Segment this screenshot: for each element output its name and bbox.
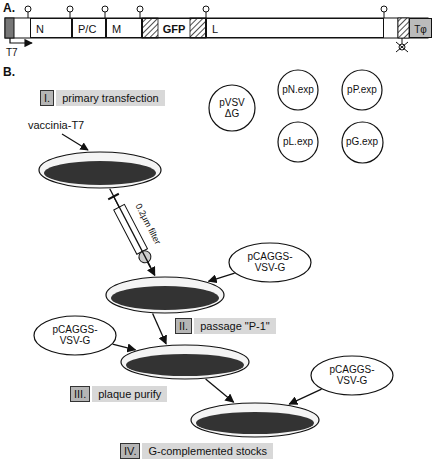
gene-segment: GFP — [142, 18, 206, 38]
plasmid-name: pCAGGS- VSV-G — [326, 364, 378, 387]
gene-name: P/C — [78, 20, 96, 38]
step-number: I. — [40, 90, 54, 106]
flow-arrow — [113, 344, 136, 350]
dish-drawing — [38, 151, 162, 189]
culture-dish: II.passage "P-1" — [105, 276, 225, 314]
panel-letter: A. — [3, 2, 15, 16]
plasmid-circle: pP.exp — [341, 69, 383, 111]
dish-drawing — [190, 402, 320, 438]
virus-label: vaccinia-T7 — [28, 119, 84, 132]
flow-arrow — [153, 314, 166, 344]
step-number: III. — [70, 386, 90, 402]
plasmid-name: pVSV ΔG — [216, 97, 248, 120]
culture-dish: I.primary transfection — [38, 151, 162, 189]
plasmid-circle: pL.exp — [277, 121, 319, 163]
gene-name: N — [36, 20, 44, 38]
plasmid-name: pCAGGS- VSV-G — [244, 251, 296, 274]
plasmid-name: pL.exp — [283, 136, 313, 148]
plasmid-circle: pCAGGS- VSV-G — [228, 242, 312, 283]
step-number: IV. — [120, 443, 140, 459]
virus-label: vaccinia-T7 — [28, 119, 84, 132]
gene-segment: L — [206, 18, 384, 38]
plasmid-name: pCAGGS- VSV-G — [49, 324, 101, 347]
step-number: II. — [175, 318, 192, 334]
panel-letter: B. — [3, 66, 15, 80]
terminator-box: Tφ — [409, 18, 432, 38]
promoter-label: T7 — [6, 47, 18, 59]
gene-segment: P/C — [72, 18, 106, 38]
plasmid-name: pG.exp — [346, 136, 378, 148]
flow-arrow — [209, 273, 235, 281]
genome-bar — [5, 18, 428, 38]
gene-name: M — [112, 20, 121, 38]
plasmid-circle: pCAGGS- VSV-G — [310, 355, 394, 396]
culture-dish: III.plaque purify — [120, 344, 250, 380]
flow-arrow — [206, 379, 234, 402]
gene-segment: M — [106, 18, 142, 38]
gene-segment: N — [30, 18, 72, 38]
step-name: passage "P-1" — [194, 318, 276, 334]
dish-drawing — [105, 276, 225, 314]
plasmid-name: pP.exp — [347, 84, 377, 96]
leader-arrow — [62, 134, 88, 150]
plasmid-name: pN.exp — [282, 84, 314, 96]
stem-loop-symbols — [25, 6, 408, 52]
flow-arrow — [289, 389, 321, 404]
plasmid-circle: pG.exp — [341, 121, 384, 164]
dish-drawing — [120, 344, 250, 380]
stage-label: I.primary transfection — [40, 90, 165, 106]
step-name: G-complemented stocks — [142, 443, 273, 459]
plasmid-circle: pCAGGS- VSV-G — [33, 315, 117, 356]
stage-label: IV.G-complemented stocks — [120, 443, 273, 459]
promoter-label: T7 — [6, 47, 18, 59]
step-name: primary transfection — [56, 90, 165, 106]
plasmid-circle: pVSV ΔG — [208, 84, 256, 132]
gene-name: GFP — [163, 20, 186, 38]
step-name: plaque purify — [92, 386, 167, 402]
culture-dish: IV.G-complemented stocks — [190, 402, 320, 438]
plasmid-circle: pN.exp — [277, 69, 319, 111]
panel-letter: B. — [3, 66, 15, 80]
gene-name: L — [212, 20, 218, 38]
stage-label: III.plaque purify — [70, 386, 167, 402]
gene-name: Tφ — [414, 21, 427, 39]
promoter-arrow — [10, 38, 32, 43]
panel-letter: A. — [3, 2, 15, 16]
stage-label: II.passage "P-1" — [175, 318, 276, 334]
